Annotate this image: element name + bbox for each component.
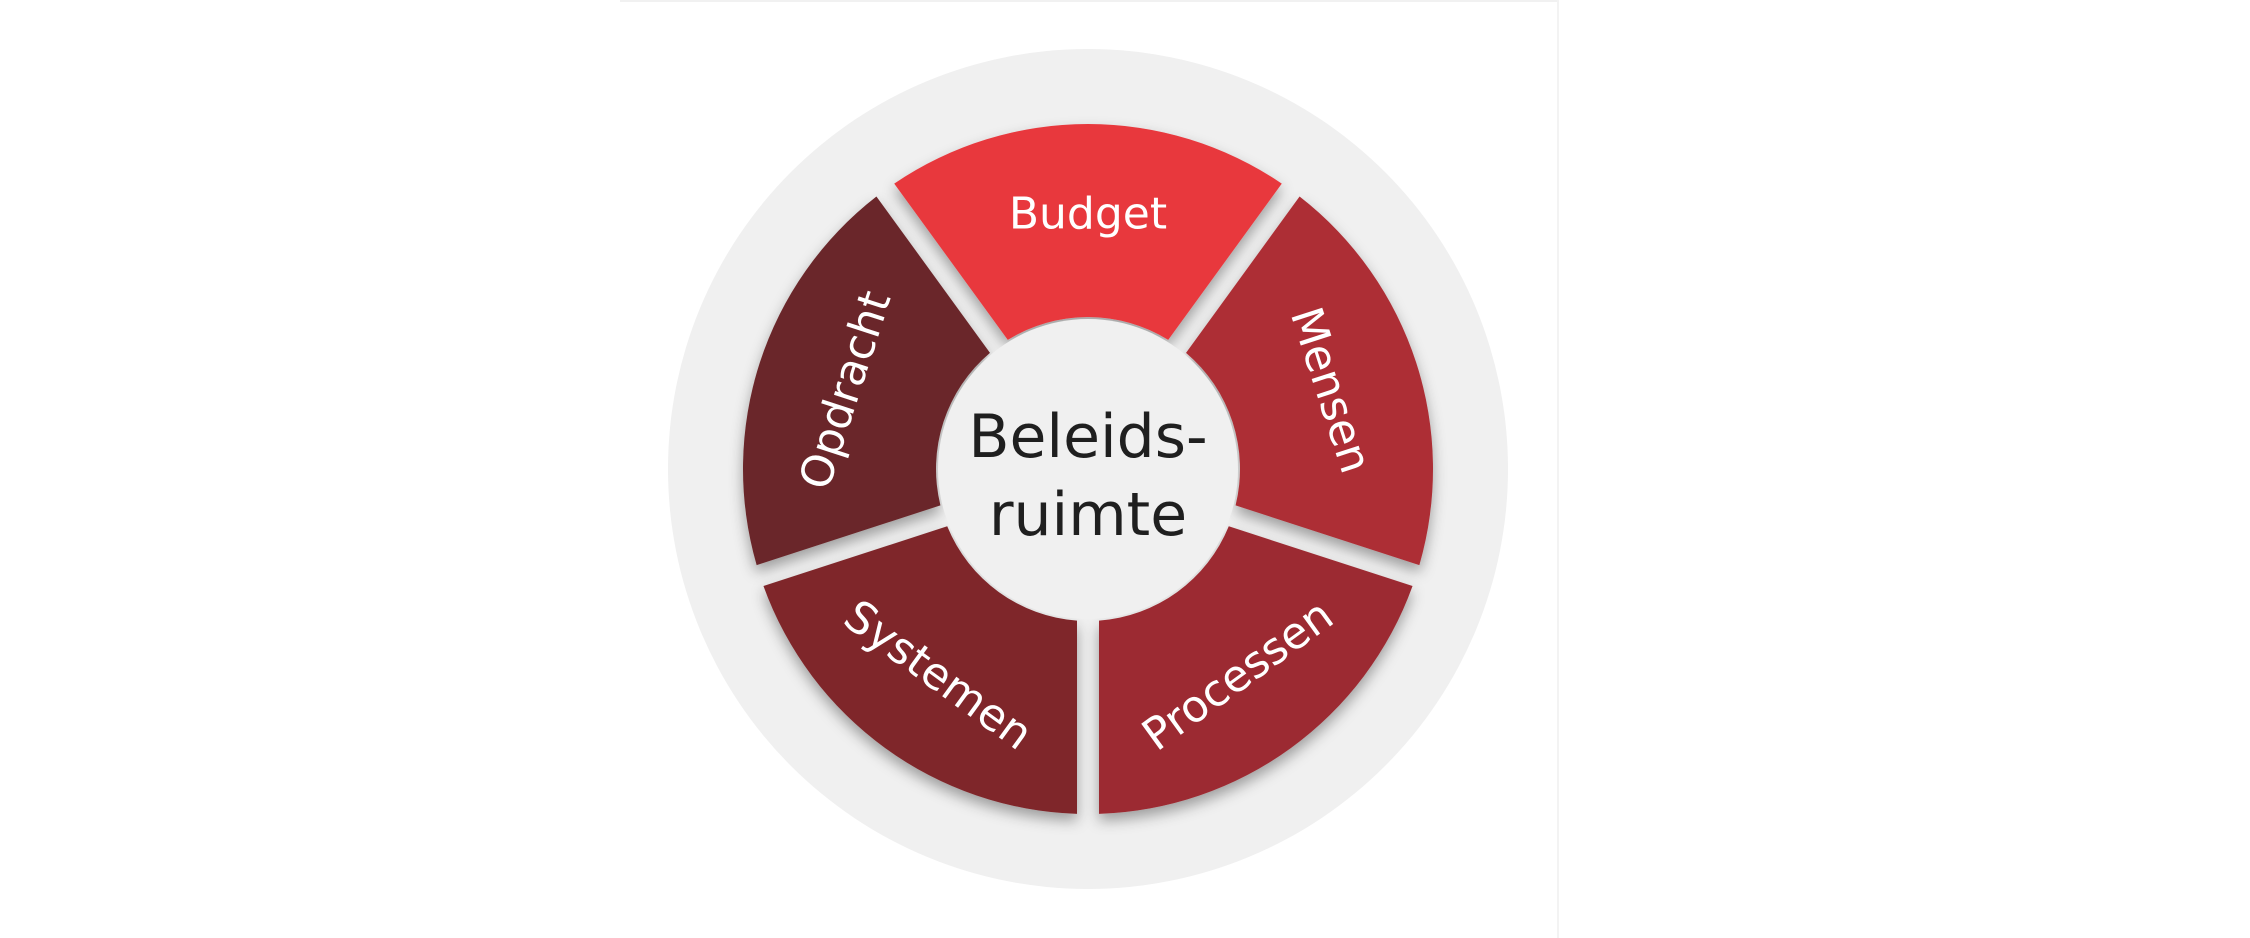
segment-opdracht	[742, 196, 990, 566]
panel-right-border	[1557, 0, 1559, 938]
segment-systemen	[763, 526, 1077, 814]
segment-processen	[1099, 526, 1413, 814]
segment-budget	[894, 124, 1282, 340]
center-disc	[938, 319, 1238, 619]
panel-top-border	[620, 0, 1558, 2]
center-label-line-1: Beleids-	[968, 402, 1207, 472]
center-label-line-2: ruimte	[989, 480, 1187, 550]
segment-mensen	[1186, 196, 1434, 566]
segment-label-budget: Budget	[1009, 189, 1167, 240]
